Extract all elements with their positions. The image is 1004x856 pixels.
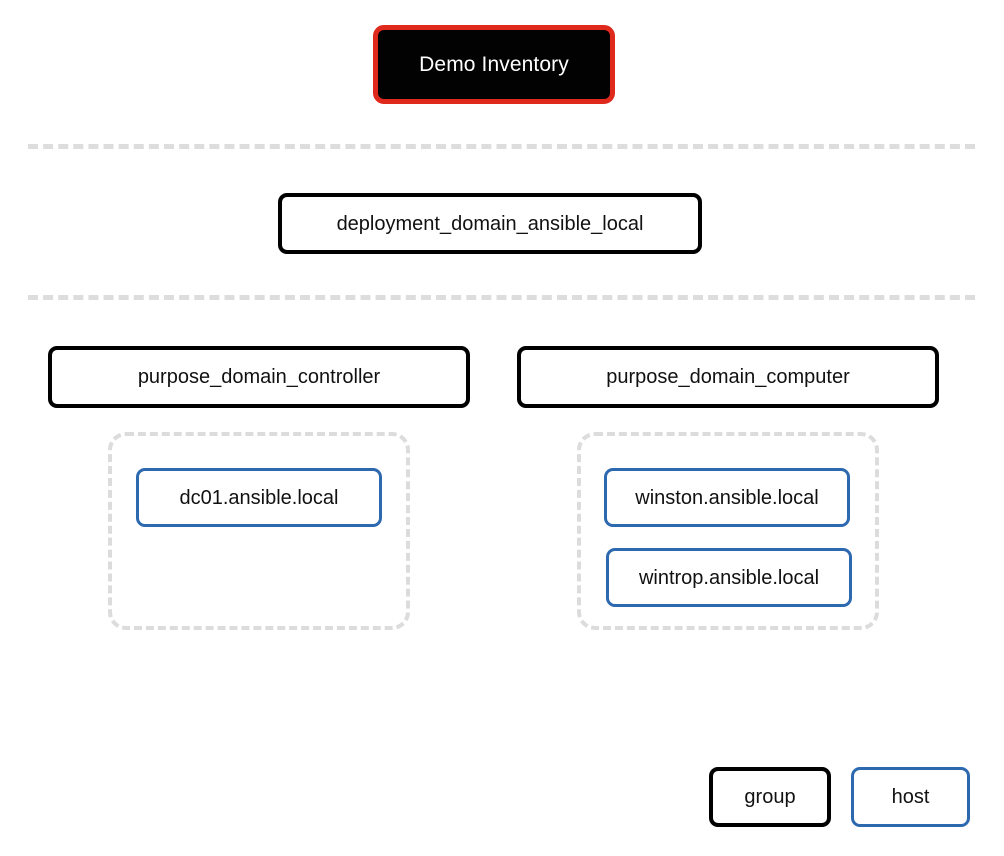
node-label: purpose_domain_controller [137, 366, 381, 388]
node-demo-inventory[interactable]: Demo Inventory [373, 25, 615, 104]
legend-item-group: group [709, 767, 831, 827]
node-label: purpose_domain_computer [606, 366, 850, 388]
node-purpose-domain-computer[interactable]: purpose_domain_computer [517, 346, 939, 408]
legend-label: host [891, 785, 930, 808]
controller-hosts-cluster [108, 432, 410, 630]
legend-item-host: host [851, 767, 970, 827]
node-label: deployment_domain_ansible_local [336, 212, 644, 235]
node-label: dc01.ansible.local [179, 486, 339, 509]
node-label: wintrop.ansible.local [638, 566, 820, 589]
computer-hosts-cluster [577, 432, 879, 630]
rank-separator-2 [28, 295, 975, 300]
node-deployment-domain-ansible-local[interactable]: deployment_domain_ansible_local [278, 193, 702, 254]
node-host-dc01-ansible-local[interactable]: dc01.ansible.local [136, 468, 382, 527]
node-host-winston-ansible-local[interactable]: winston.ansible.local [604, 468, 850, 527]
rank-separator-1 [28, 144, 975, 149]
legend-label: group [744, 785, 796, 808]
node-label: Demo Inventory [419, 52, 569, 76]
node-host-wintrop-ansible-local[interactable]: wintrop.ansible.local [606, 548, 852, 607]
node-purpose-domain-controller[interactable]: purpose_domain_controller [48, 346, 470, 408]
node-label: winston.ansible.local [635, 486, 819, 509]
